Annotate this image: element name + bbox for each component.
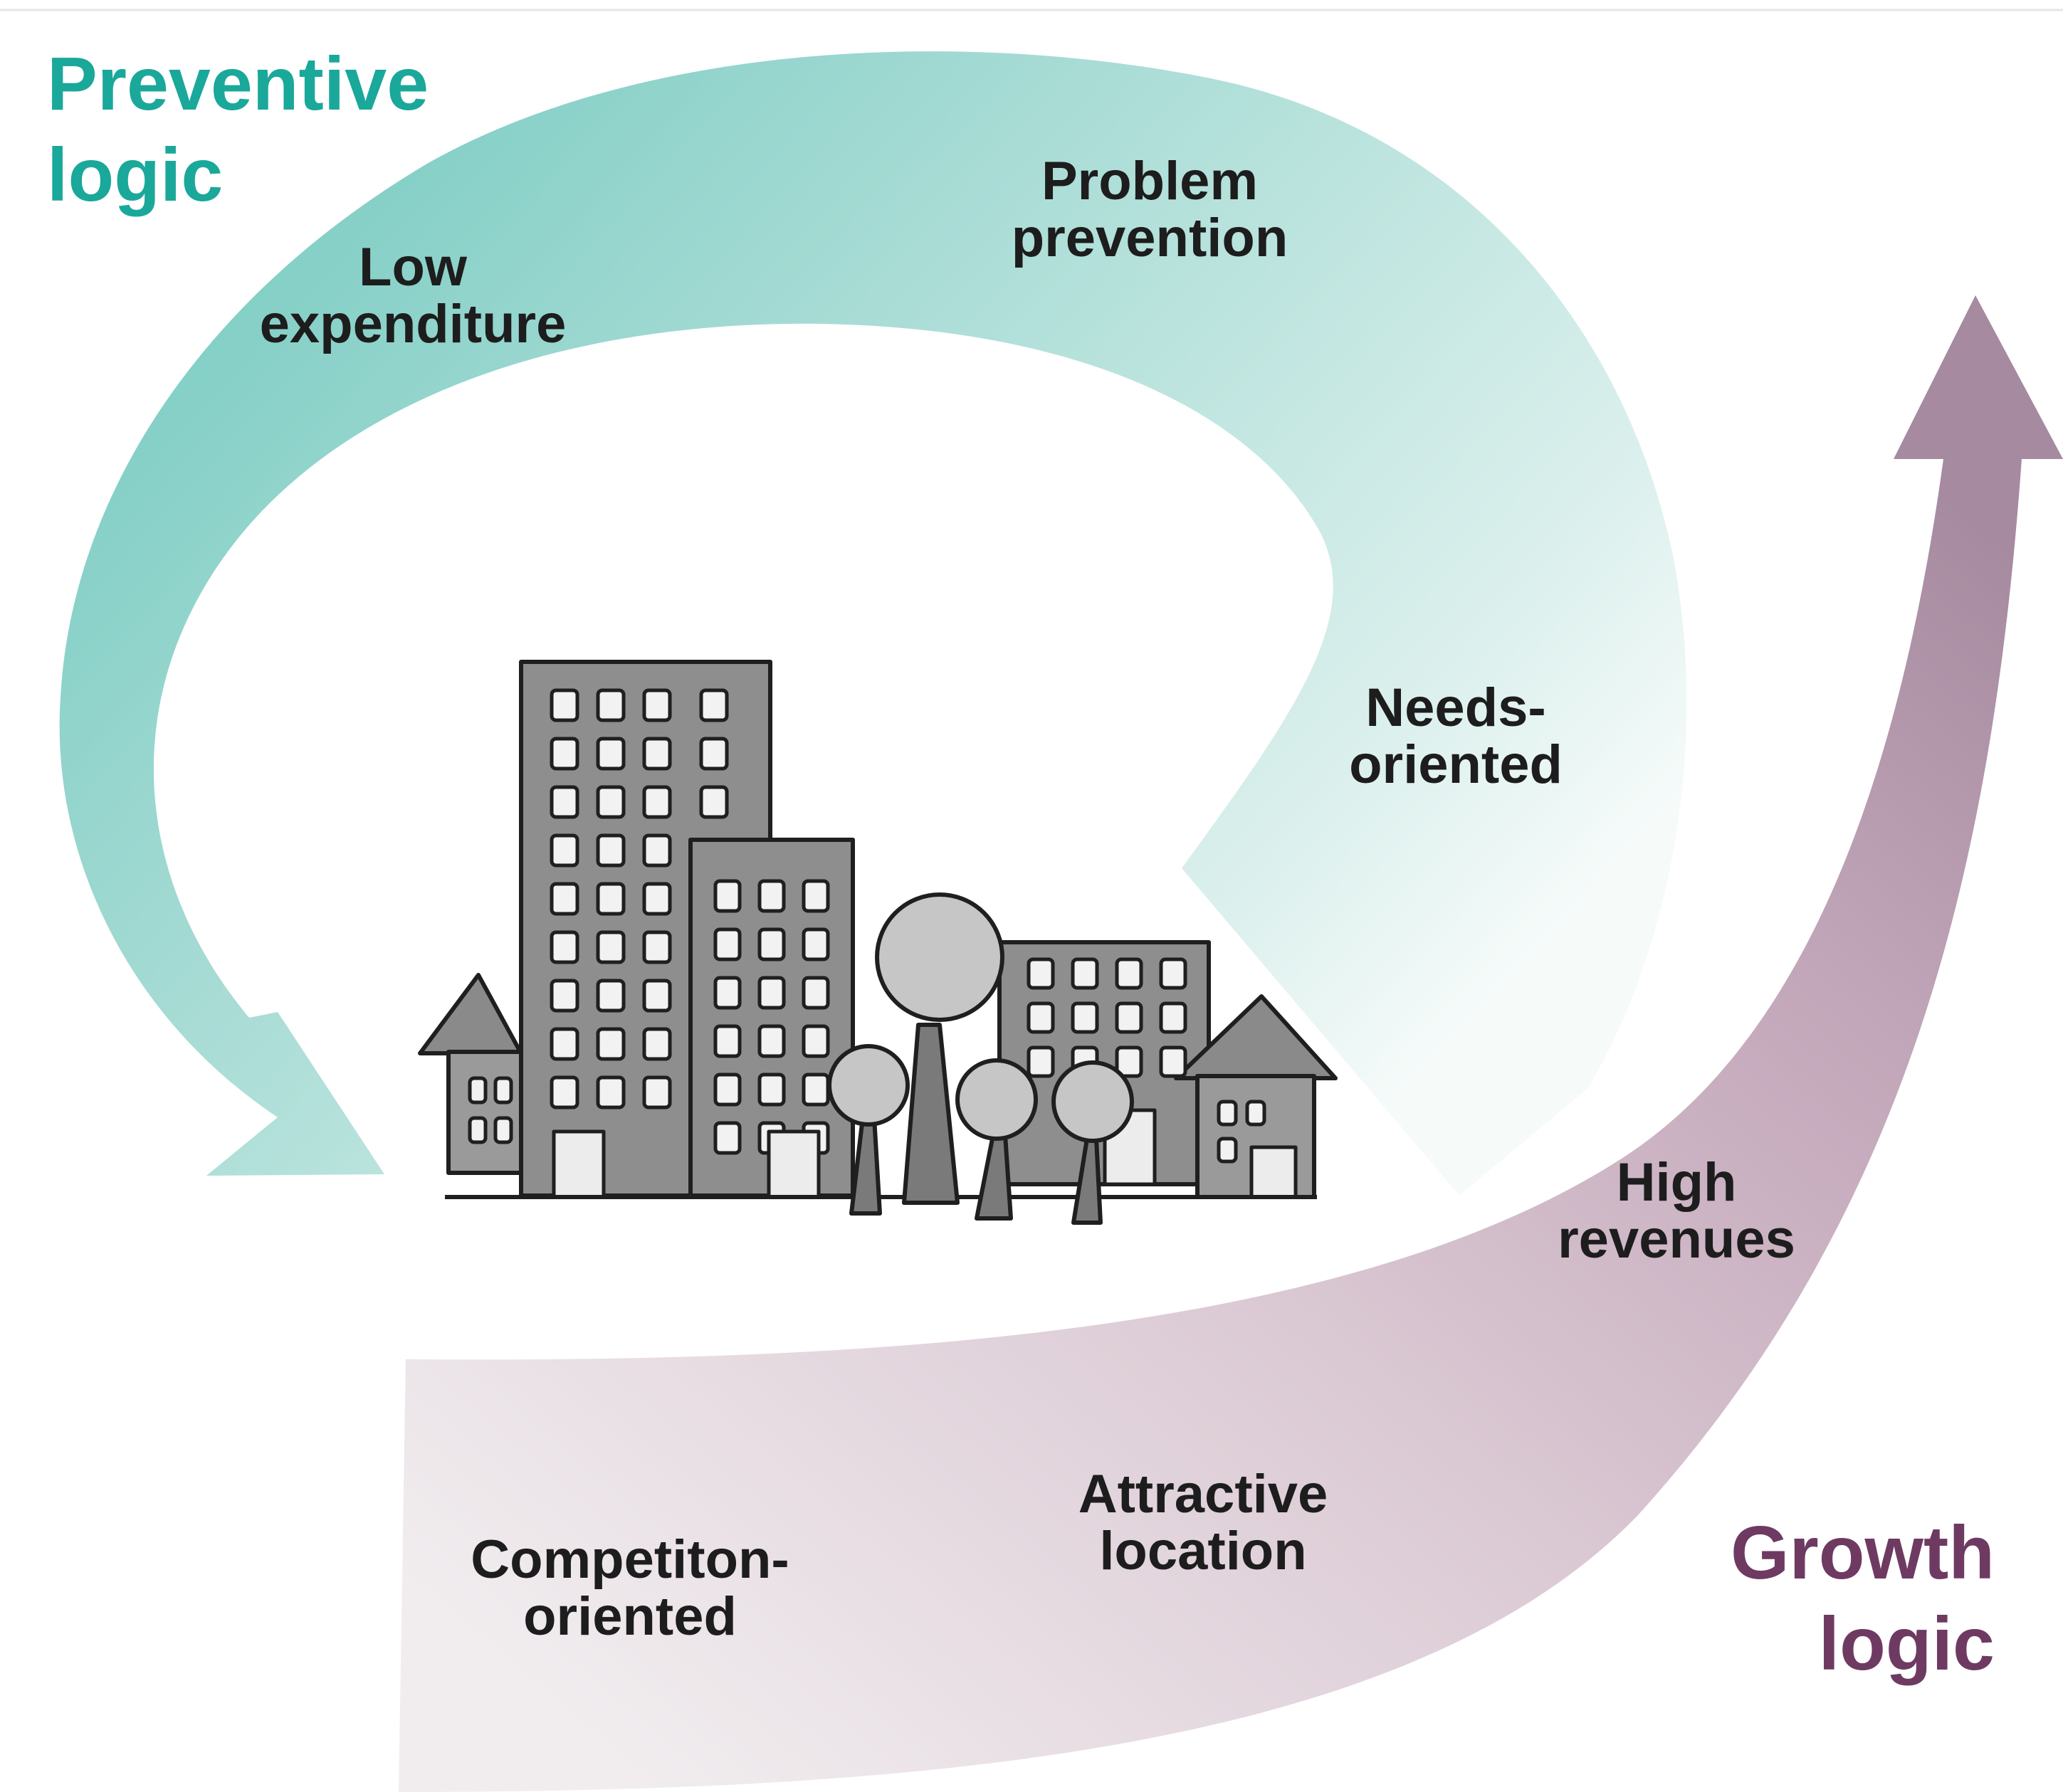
building-window bbox=[596, 882, 626, 916]
building-window bbox=[757, 1072, 786, 1107]
building-window bbox=[1115, 1045, 1143, 1078]
building-window bbox=[713, 976, 742, 1010]
building-window bbox=[1027, 957, 1055, 990]
building-window bbox=[757, 927, 786, 961]
building-window bbox=[1159, 1045, 1187, 1078]
building-window bbox=[596, 833, 626, 868]
building-window bbox=[550, 833, 579, 868]
problem-prevention-line1: Problem bbox=[1041, 151, 1259, 211]
high-revenues-line1: High bbox=[1616, 1152, 1737, 1213]
building-window bbox=[550, 1075, 579, 1110]
building-window bbox=[699, 688, 729, 722]
competition-oriented-line2: oriented bbox=[523, 1586, 737, 1647]
building-window bbox=[1071, 957, 1099, 990]
building-window bbox=[699, 785, 729, 819]
building-window bbox=[596, 1075, 626, 1110]
attractive-location-line2: location bbox=[1099, 1521, 1307, 1581]
city-buildings-with-trees-icon bbox=[418, 660, 1338, 1225]
preventive-logic-title: Preventive logic bbox=[47, 38, 429, 221]
building-window bbox=[713, 1024, 742, 1058]
building-window bbox=[642, 930, 672, 964]
high-revenues-line2: revenues bbox=[1558, 1209, 1795, 1270]
label-high-revenues: High revenues bbox=[1538, 1154, 1815, 1268]
building-window bbox=[642, 882, 672, 916]
building-window bbox=[1115, 957, 1143, 990]
building-window bbox=[550, 688, 579, 722]
building-window bbox=[1027, 1045, 1055, 1078]
low-expenditure-line1: Low bbox=[359, 237, 467, 297]
label-attractive-location: Attractive location bbox=[1046, 1466, 1360, 1580]
building-window bbox=[642, 688, 672, 722]
building-window bbox=[1115, 1001, 1143, 1034]
growth-logic-line2: logic bbox=[1818, 1602, 1995, 1686]
building-window bbox=[468, 1116, 488, 1144]
building-window bbox=[1159, 1001, 1187, 1034]
growth-logic-line1: Growth bbox=[1731, 1511, 1995, 1595]
building-window bbox=[550, 785, 579, 819]
building-window bbox=[713, 927, 742, 961]
label-needs-oriented: Needs- oriented bbox=[1324, 680, 1587, 794]
building-window bbox=[642, 1027, 672, 1061]
growth-arrow bbox=[399, 295, 2063, 1792]
building-window bbox=[642, 979, 672, 1013]
building-window bbox=[802, 927, 830, 961]
attractive-location-line1: Attractive bbox=[1078, 1464, 1328, 1524]
preventive-logic-line2: logic bbox=[47, 133, 224, 217]
building-window bbox=[550, 1027, 579, 1061]
building-window bbox=[802, 1024, 830, 1058]
building-window bbox=[596, 1027, 626, 1061]
building-window bbox=[713, 879, 742, 913]
building-window bbox=[642, 833, 672, 868]
building-window bbox=[757, 976, 786, 1010]
building-window bbox=[596, 979, 626, 1013]
building-window bbox=[642, 1075, 672, 1110]
preventive-logic-line1: Preventive bbox=[47, 42, 429, 126]
competition-oriented-line1: Competiton- bbox=[471, 1529, 789, 1590]
low-expenditure-line2: expenditure bbox=[259, 294, 567, 354]
building-window bbox=[1217, 1100, 1238, 1127]
building-window bbox=[1071, 1001, 1099, 1034]
building-window bbox=[757, 1024, 786, 1058]
building-window bbox=[596, 688, 626, 722]
building-window bbox=[1245, 1100, 1266, 1127]
building-window bbox=[550, 737, 579, 771]
building-window bbox=[642, 785, 672, 819]
building-window bbox=[550, 882, 579, 916]
building-window bbox=[550, 979, 579, 1013]
building-window bbox=[802, 879, 830, 913]
building-window bbox=[596, 737, 626, 771]
building-window bbox=[550, 930, 579, 964]
problem-prevention-line2: prevention bbox=[1011, 208, 1288, 268]
building-window bbox=[596, 785, 626, 819]
label-low-expenditure: Low expenditure bbox=[235, 239, 591, 353]
building-window bbox=[757, 879, 786, 913]
label-competition-oriented: Competiton- oriented bbox=[441, 1532, 819, 1645]
preventive-arrow bbox=[59, 51, 1687, 1196]
building-window bbox=[596, 930, 626, 964]
building-window bbox=[1217, 1137, 1238, 1164]
growth-logic-title: Growth logic bbox=[1731, 1507, 1995, 1690]
building-window bbox=[713, 1072, 742, 1107]
building-window bbox=[468, 1076, 488, 1105]
building-window bbox=[493, 1116, 513, 1144]
building-window bbox=[699, 737, 729, 771]
building-window bbox=[493, 1076, 513, 1105]
building-window bbox=[642, 737, 672, 771]
building-window bbox=[1027, 1001, 1055, 1034]
needs-oriented-line1: Needs- bbox=[1365, 678, 1546, 738]
building-window bbox=[802, 1072, 830, 1107]
label-problem-prevention: Problem prevention bbox=[975, 153, 1324, 267]
building-window bbox=[802, 976, 830, 1010]
building-window bbox=[713, 1121, 742, 1155]
building-window bbox=[1159, 957, 1187, 990]
needs-oriented-line2: oriented bbox=[1349, 734, 1563, 795]
